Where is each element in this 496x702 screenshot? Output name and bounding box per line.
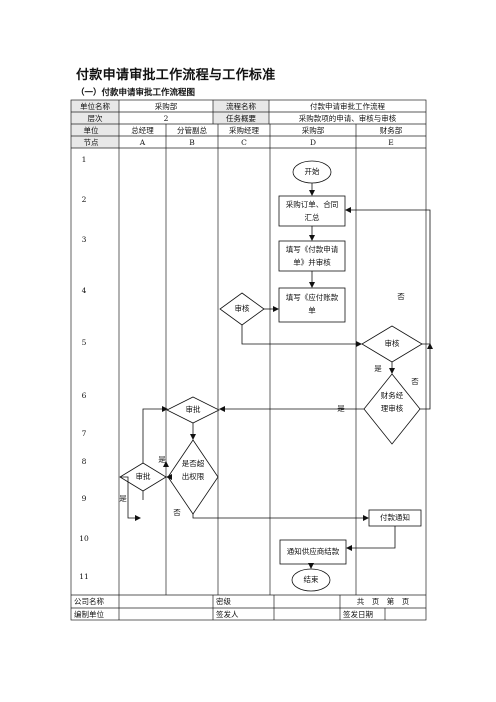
lane-letter-c: C bbox=[241, 137, 247, 147]
row-number: 2 bbox=[81, 195, 87, 204]
row-number: 11 bbox=[79, 572, 89, 581]
notify-supplier: 通知供应商结款 bbox=[286, 547, 340, 556]
level-value: 2 bbox=[163, 113, 169, 123]
lane-letter-d: D bbox=[309, 137, 316, 147]
process-name-value: 付款申请审批工作流程 bbox=[310, 101, 385, 111]
lane-letter-e: E bbox=[388, 137, 394, 147]
row-number: 7 bbox=[81, 429, 87, 438]
finance-review: 审核 bbox=[384, 339, 400, 348]
unit-column-label: 单位 bbox=[83, 125, 99, 135]
summary-value: 采购款项的申请、审核与审核 bbox=[298, 113, 397, 123]
step-collect-orders: 采购订单、合同汇总 bbox=[285, 200, 339, 222]
unit-finance-dept: 财务部 bbox=[379, 125, 403, 135]
issue-date-label: 签发日期 bbox=[343, 609, 373, 619]
page-count: 共 页 第 页 bbox=[356, 597, 410, 606]
row-number: 9 bbox=[81, 494, 87, 503]
page-title: 付款申请审批工作流程与工作标准 bbox=[76, 68, 276, 83]
issuer-label: 签发人 bbox=[216, 609, 239, 619]
unit-purchase-manager: 采购经理 bbox=[229, 125, 259, 135]
step-fill-payment-request: 填写《付款申请单》并审核 bbox=[285, 245, 339, 267]
row-number: 10 bbox=[79, 534, 89, 543]
row-number: 5 bbox=[81, 338, 87, 347]
start-label: 开始 bbox=[304, 167, 320, 176]
row-number: 4 bbox=[81, 286, 87, 295]
summary-label: 任务概要 bbox=[226, 113, 256, 123]
no-label: 否 bbox=[173, 508, 181, 517]
end-label: 结束 bbox=[303, 575, 319, 584]
exceed-authority-decision: 是否超出权限 bbox=[181, 459, 205, 481]
no-label: 否 bbox=[411, 377, 419, 386]
unit-deputy: 分管副总 bbox=[177, 125, 207, 135]
unit-general-manager: 总经理 bbox=[131, 125, 154, 135]
yes-label: 是 bbox=[374, 364, 382, 373]
row-number: 6 bbox=[81, 391, 87, 400]
payment-notice: 付款通知 bbox=[380, 513, 410, 522]
unit-name-value: 采购部 bbox=[154, 101, 178, 111]
row-number: 1 bbox=[81, 155, 87, 164]
purchase-manager-review: 审核 bbox=[234, 304, 250, 313]
level-label: 层次 bbox=[87, 113, 103, 123]
company-name-label: 公司名称 bbox=[74, 597, 104, 606]
finance-manager-review: 财务经理审核 bbox=[380, 391, 404, 413]
general-manager-approval: 审批 bbox=[135, 472, 151, 481]
process-name-label: 流程名称 bbox=[226, 101, 256, 111]
step-fill-payable-form: 填写《应付账款单 bbox=[285, 293, 339, 315]
no-label: 否 bbox=[397, 292, 405, 301]
unit-name-label: 单位名称 bbox=[80, 101, 110, 111]
unit-purchase-dept: 采购部 bbox=[301, 125, 325, 135]
node-column-label: 节点 bbox=[83, 137, 99, 147]
row-number: 3 bbox=[81, 235, 87, 244]
yes-label: 是 bbox=[119, 494, 127, 503]
yes-label: 是 bbox=[337, 404, 345, 413]
secret-level-label: 密级 bbox=[216, 597, 231, 606]
editor-unit-label: 编制单位 bbox=[74, 609, 104, 619]
yes-label: 是 bbox=[158, 455, 166, 464]
lane-letter-b: B bbox=[189, 137, 195, 147]
section-subtitle: （一）付款申请审批工作流程图 bbox=[76, 88, 196, 98]
row-number: 8 bbox=[81, 457, 87, 466]
lane-letter-a: A bbox=[139, 137, 146, 147]
deputy-approval: 审批 bbox=[185, 405, 201, 414]
